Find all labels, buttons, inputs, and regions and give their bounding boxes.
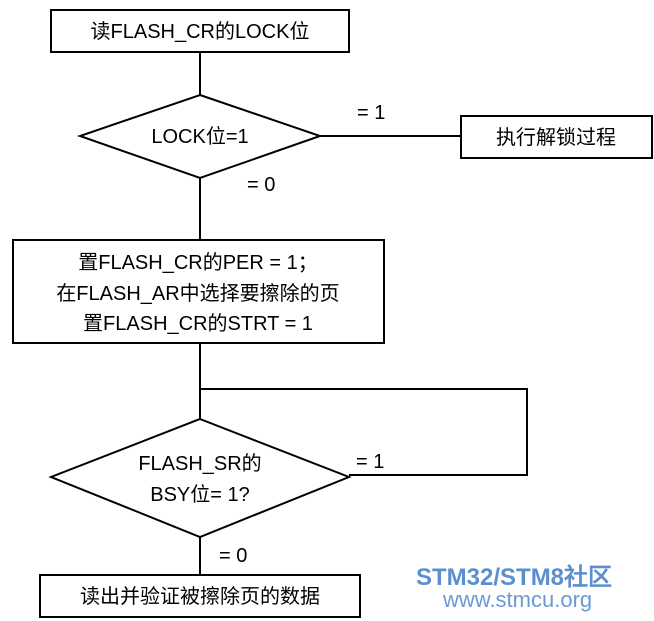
verify-label: 读出并验证被擦除页的数据: [80, 585, 320, 608]
read-lock-step: 读FLASH_CR的LOCK位: [50, 9, 350, 53]
setup-line-2: 在FLASH_AR中选择要擦除的页: [56, 282, 339, 305]
setup-line-3: 置FLASH_CR的STRT = 1: [83, 312, 313, 335]
watermark-brand: STM32/STM8社区: [416, 563, 612, 591]
lock-no-label: = 0: [247, 174, 275, 196]
bsy-decision: FLASH_SR的 BSY位= 1?: [48, 417, 352, 539]
connector-bsy-loop: [200, 388, 528, 476]
lock-decision-diamond: [76, 93, 324, 180]
bsy-decision-line-1: FLASH_SR的: [138, 452, 261, 475]
verify-box: [39, 574, 361, 618]
lock-yes-label: = 1: [357, 102, 385, 124]
watermark: STM32/STM8社区 www.stmcu.org: [416, 563, 612, 612]
bsy-yes-label: = 1: [356, 451, 384, 473]
bsy-decision-diamond: [48, 417, 352, 539]
unlock-label: 执行解锁过程: [496, 126, 616, 149]
setup-box: [12, 239, 385, 344]
verify-step: 读出并验证被擦除页的数据: [39, 574, 361, 618]
unlock-box: [460, 115, 653, 159]
setup-line-1: 置FLASH_CR的PER = 1；: [78, 251, 318, 274]
setup-step: 置FLASH_CR的PER = 1； 在FLASH_AR中选择要擦除的页 置FL…: [12, 239, 385, 344]
watermark-url: www.stmcu.org: [442, 587, 592, 612]
read-lock-box: [50, 9, 350, 53]
lock-decision-label: LOCK位=1: [151, 125, 248, 148]
bsy-decision-line-2: BSY位= 1?: [150, 483, 250, 506]
bsy-no-label: = 0: [219, 545, 247, 567]
unlock-step: 执行解锁过程: [460, 115, 653, 159]
connectors: [199, 52, 528, 575]
lock-decision: LOCK位=1: [76, 93, 324, 180]
read-lock-label: 读FLASH_CR的LOCK位: [91, 20, 310, 43]
